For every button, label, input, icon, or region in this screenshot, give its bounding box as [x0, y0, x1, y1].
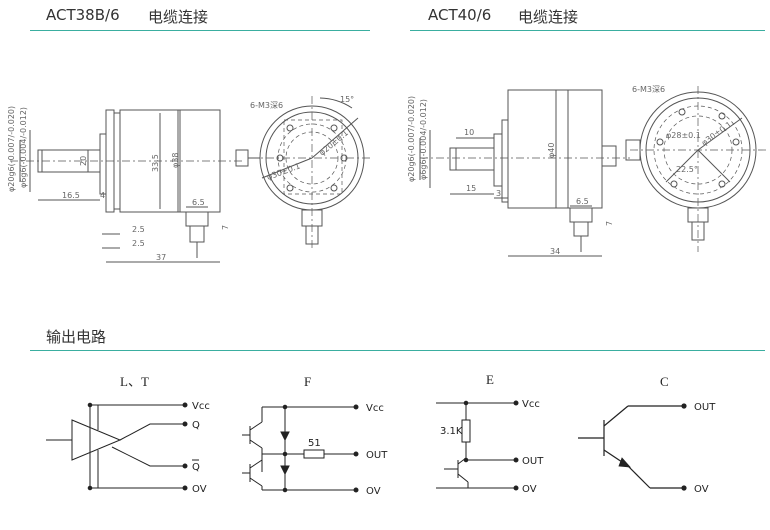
- e-out: OUT: [522, 456, 544, 467]
- output-title: 输出电路: [46, 328, 107, 346]
- dim-left-d6: φ6g6(-0.004/-0.012): [19, 107, 28, 188]
- dim-right-10: 10: [464, 128, 474, 137]
- left-title: ACT38B/6: [46, 6, 120, 24]
- c-ov: OV: [694, 484, 709, 495]
- lt-ov: OV: [192, 484, 207, 495]
- dim-right-7: 7: [605, 221, 614, 226]
- dim-left-16-5: 16.5: [62, 191, 80, 200]
- left-front-view: [235, 96, 372, 250]
- circuit-e: [436, 400, 519, 491]
- f-res: 51: [308, 438, 321, 449]
- dim-left-pcd20: φ20±0.1: [318, 128, 351, 157]
- left-subtitle: 电缆连接: [148, 8, 209, 26]
- dim-right-d6: φ6g6(-0.004/-0.012): [419, 99, 428, 180]
- dim-right-6-5: 6.5: [576, 197, 589, 206]
- c-out: OUT: [694, 402, 716, 413]
- dim-left-angle: 15°: [340, 95, 354, 104]
- dim-left-37: 37: [156, 253, 166, 262]
- dim-left-d20: φ20g6(-0.007/-0.020): [7, 106, 16, 192]
- e-res: 3.1K: [440, 426, 463, 437]
- right-front-view: [625, 86, 766, 252]
- dim-right-34: 34: [550, 247, 560, 256]
- lt-vcc: Vcc: [192, 401, 210, 412]
- dim-left-20: 20: [79, 156, 88, 166]
- f-out: OUT: [366, 450, 388, 461]
- dim-left-hole: 6-M3深6: [250, 101, 283, 110]
- circuit-c: [578, 403, 687, 491]
- c-title: C: [660, 374, 669, 389]
- circuit-f: [242, 404, 359, 493]
- circuit-lt: [46, 402, 188, 491]
- dim-left-38: φ38: [171, 153, 180, 168]
- e-vcc: Vcc: [522, 399, 540, 410]
- f-title: F: [304, 374, 311, 389]
- dim-left-4: 4: [100, 191, 105, 200]
- dim-left-7: 7: [221, 225, 230, 230]
- right-side-dims: φ20g6(-0.007/-0.020) φ6g6(-0.004/-0.012)…: [407, 96, 614, 256]
- dim-left-2-5b: 2.5: [132, 239, 145, 248]
- dim-left-2-5a: 2.5: [132, 225, 145, 234]
- e-ov: OV: [522, 484, 537, 495]
- lt-q: Q: [192, 420, 200, 431]
- dim-right-d20: φ20g6(-0.007/-0.020): [407, 96, 416, 182]
- e-title: E: [486, 372, 494, 387]
- dim-left-6-5: 6.5: [192, 198, 205, 207]
- dim-left-33-5: 33.5: [151, 154, 160, 172]
- dim-right-angle: 22.5°: [676, 165, 698, 174]
- lt-qbar: Q: [192, 462, 200, 473]
- dim-right-15: 15: [466, 184, 476, 193]
- left-side-dims: φ20g6(-0.007/-0.020) φ6g6(-0.004/-0.012)…: [7, 106, 230, 262]
- header-right: ACT40/6 电缆连接: [410, 2, 765, 31]
- dim-right-pcd28: φ28±0.1: [666, 131, 701, 140]
- header-left: ACT38B/6 电缆连接: [30, 2, 370, 31]
- right-title: ACT40/6: [428, 6, 492, 24]
- left-side-view: [10, 109, 245, 263]
- f-vcc: Vcc: [366, 403, 384, 414]
- left-front-dims: 6-M3深6 15° φ20±0.1 φ30±0.1: [250, 95, 354, 182]
- dim-right-40: φ40: [547, 143, 556, 158]
- dim-right-pcd30: φ30±0.1: [700, 120, 734, 148]
- lt-title: L、T: [120, 374, 149, 389]
- dim-right-hole: 6-M3深6: [632, 85, 665, 94]
- f-ov: OV: [366, 486, 381, 497]
- dim-right-3: 3: [496, 189, 501, 198]
- right-subtitle: 电缆连接: [518, 8, 579, 26]
- header-output: 输出电路: [30, 322, 765, 351]
- right-side-view: [419, 89, 630, 257]
